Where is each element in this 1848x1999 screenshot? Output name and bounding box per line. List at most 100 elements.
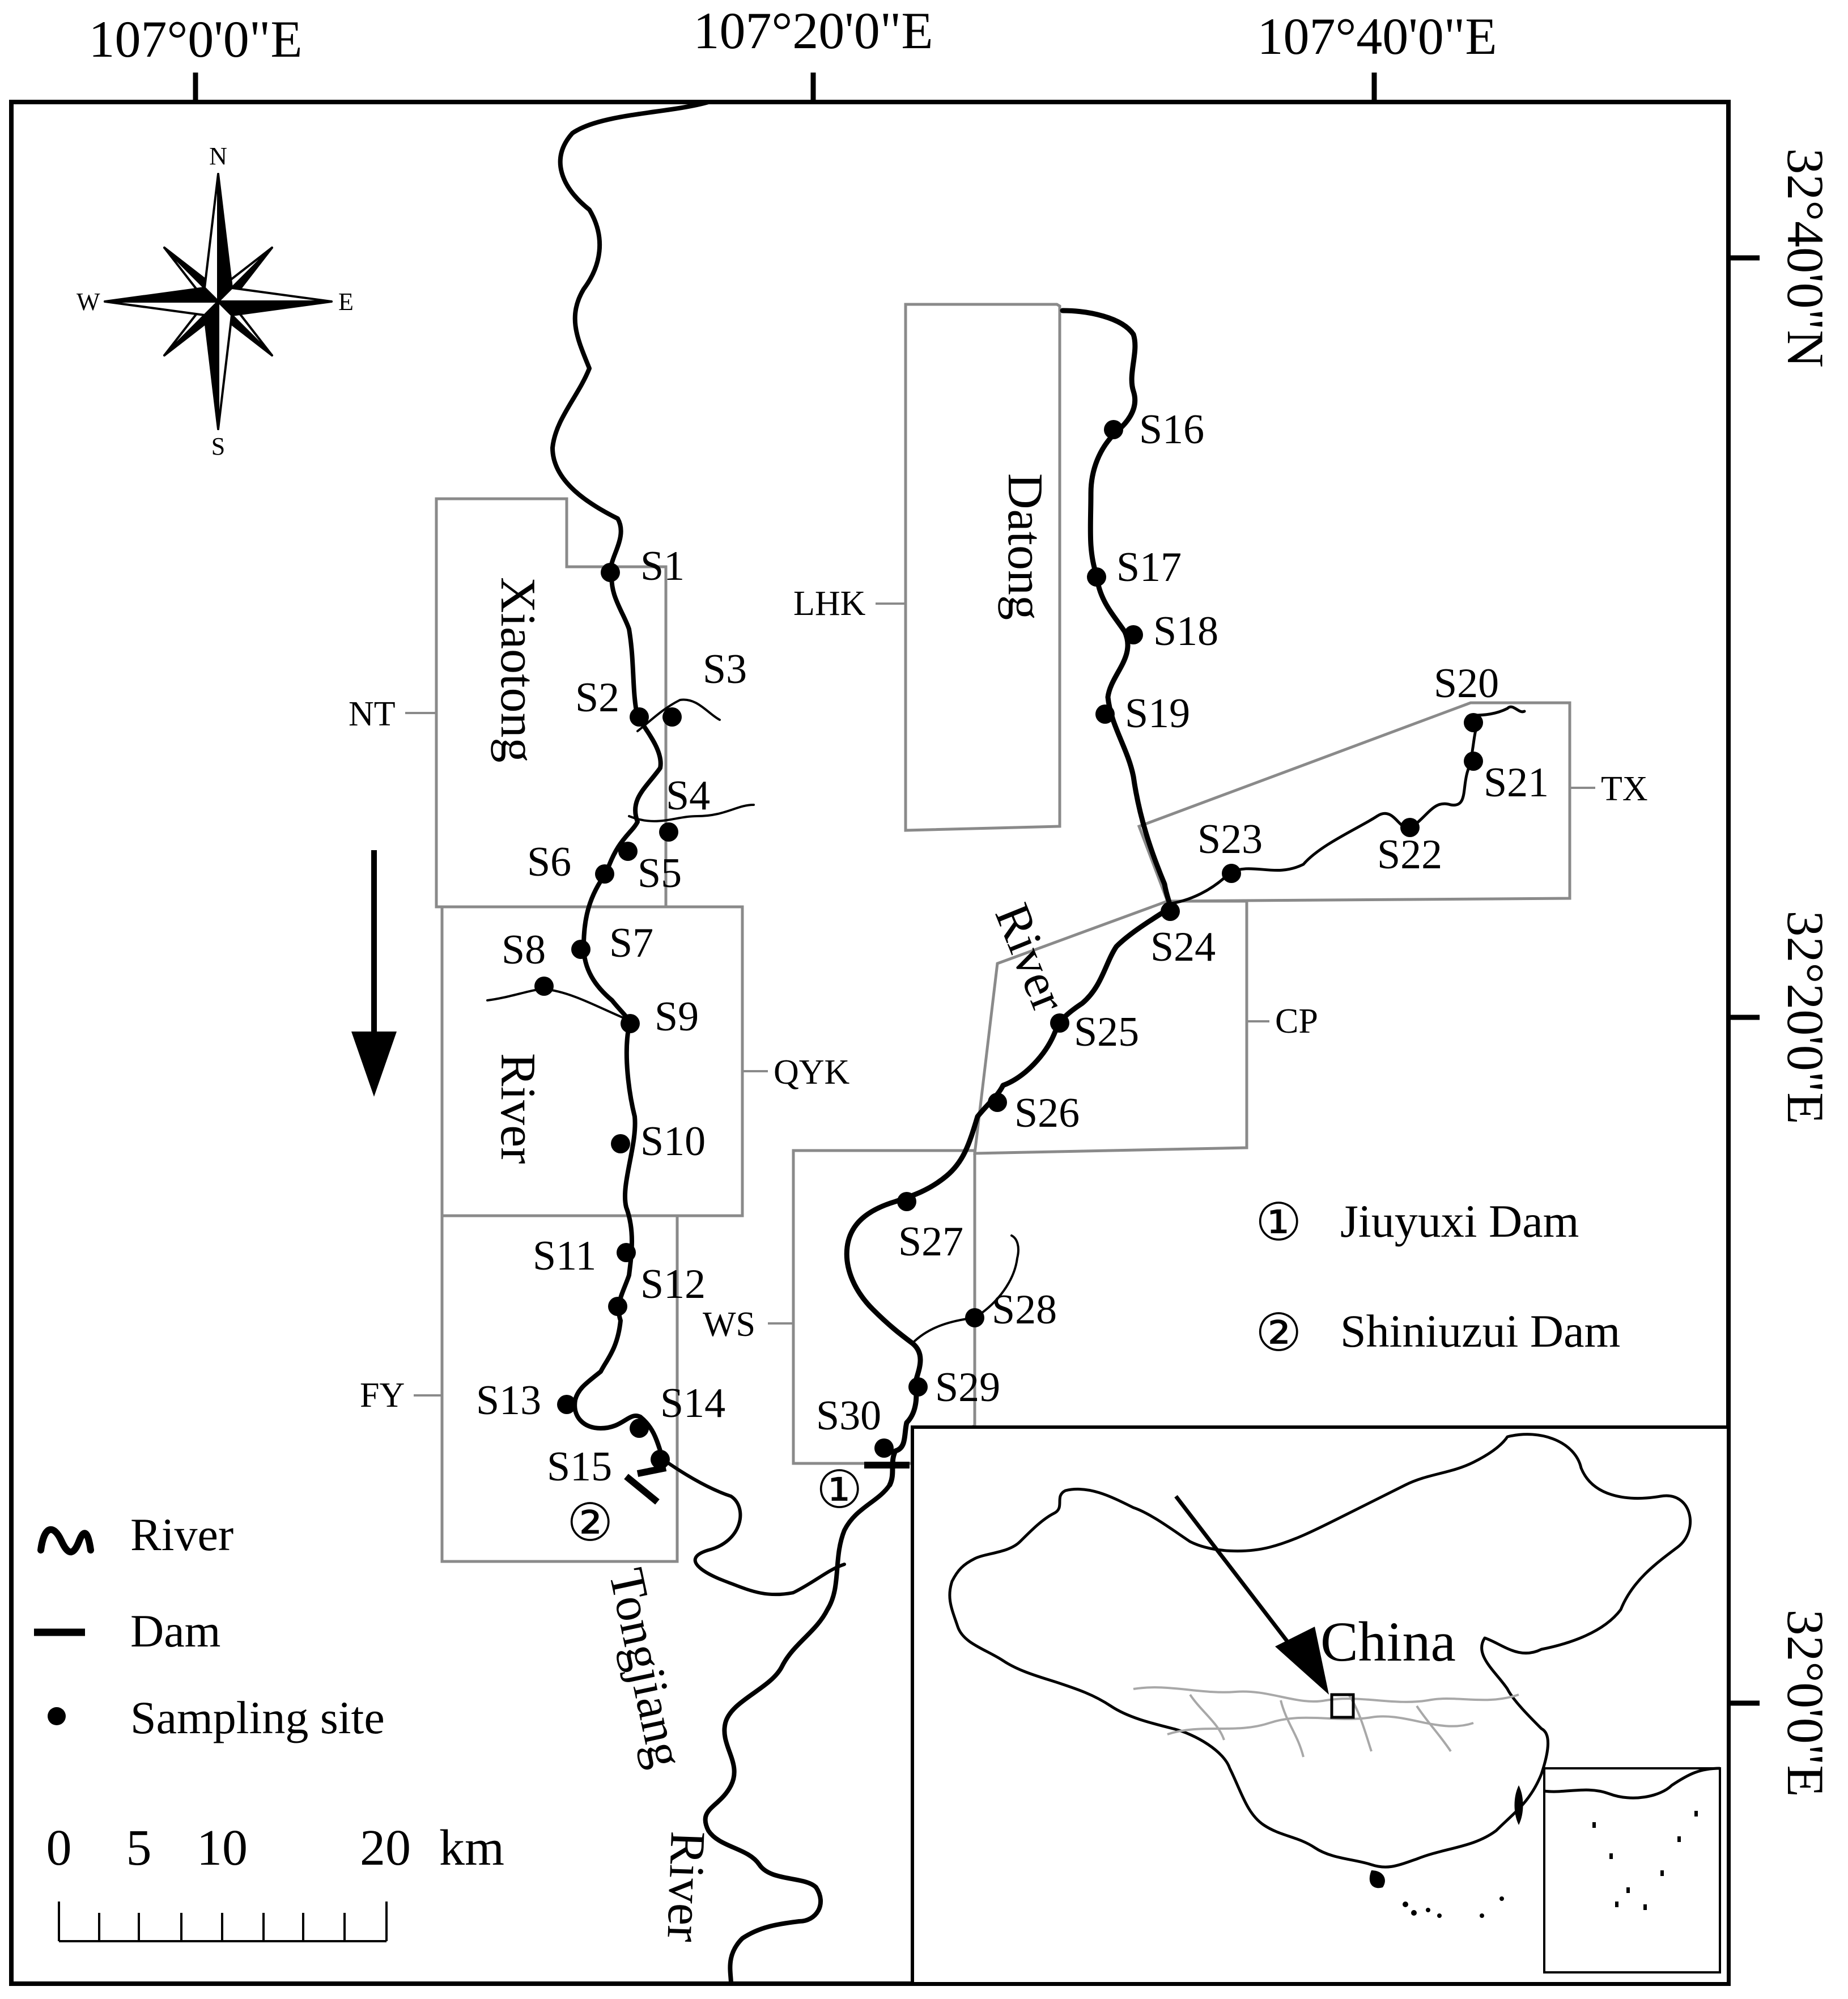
south-china-sea-dash-islands bbox=[1592, 1811, 1698, 1910]
sampling-site-label: S18 bbox=[1153, 608, 1218, 655]
sampling-site-dot bbox=[618, 842, 638, 861]
sampling-site-dot bbox=[1400, 818, 1420, 837]
tributary-tx bbox=[1166, 705, 1526, 906]
region-label-cp: CP bbox=[1275, 1002, 1318, 1041]
scale-unit: km bbox=[439, 1820, 504, 1876]
sampling-site-dot bbox=[621, 1014, 640, 1033]
scale-bar: 0 5 10 20 km bbox=[46, 1820, 504, 1942]
sampling-site-label: S20 bbox=[1434, 660, 1499, 707]
legend-river-icon bbox=[37, 1526, 94, 1555]
region-leader-lines bbox=[405, 602, 1595, 1397]
tributary-s4 bbox=[628, 804, 755, 822]
sampling-site-label: S13 bbox=[476, 1377, 541, 1424]
lat-label-32-0: 32°0'0"E bbox=[1777, 1609, 1834, 1797]
sampling-site-label: S28 bbox=[992, 1287, 1057, 1333]
sampling-site-dot bbox=[897, 1192, 916, 1211]
sampling-site-label: S15 bbox=[547, 1444, 612, 1490]
dam-shiniuzui-bar bbox=[624, 1474, 660, 1505]
sampling-site-dot bbox=[595, 864, 614, 884]
latitude-ticks bbox=[1728, 255, 1760, 1706]
river-label-tongjiang: Tongjiang bbox=[598, 1564, 694, 1772]
inset-arrow-shaft bbox=[1174, 1495, 1299, 1657]
sampling-site-dot bbox=[1464, 752, 1483, 771]
sampling-site-label: S5 bbox=[638, 850, 682, 897]
lat-label-32-40: 32°40'0"N bbox=[1777, 148, 1834, 367]
lat-label-32-20: 32°20'0"E bbox=[1777, 910, 1834, 1124]
sampling-site-dot bbox=[1050, 1013, 1069, 1033]
region-boxes bbox=[435, 303, 1571, 1563]
sampling-site-label: S3 bbox=[703, 646, 747, 693]
region-label-nt: NT bbox=[349, 695, 396, 733]
dam-number-markers: ① ② bbox=[567, 1461, 863, 1552]
region-label-tx: TX bbox=[1601, 770, 1648, 808]
sampling-site-dot bbox=[908, 1377, 928, 1397]
region-box-cp bbox=[973, 899, 1248, 1155]
sampling-site-dot bbox=[630, 1419, 649, 1438]
sampling-site-dot bbox=[611, 1134, 630, 1153]
dam-legend-name-1: Jiuyuxi Dam bbox=[1340, 1195, 1579, 1247]
dam-legend-num-1: ① bbox=[1255, 1194, 1302, 1251]
sampling-site-dot bbox=[1222, 864, 1241, 883]
river-label-tongjiang-river: River bbox=[656, 1830, 715, 1943]
region-box-tx bbox=[1137, 701, 1571, 903]
sampling-site-dot bbox=[534, 977, 554, 996]
rivers bbox=[486, 100, 1526, 1986]
sampling-site-dot bbox=[1124, 625, 1143, 644]
scale-label-10: 10 bbox=[197, 1820, 248, 1876]
river-label-xiaotong: Xiaotong bbox=[490, 577, 545, 763]
dam-legend-num-2: ② bbox=[1255, 1304, 1302, 1362]
tongjiang-river bbox=[703, 1483, 892, 1986]
sampling-site-dot bbox=[601, 563, 620, 582]
sampling-site-dot bbox=[988, 1093, 1007, 1112]
sampling-site-label: S29 bbox=[935, 1364, 1000, 1411]
sampling-site-dot bbox=[1464, 713, 1483, 732]
scale-label-5: 5 bbox=[126, 1820, 152, 1876]
sampling-site-label: S24 bbox=[1150, 924, 1216, 970]
sampling-site-label: S14 bbox=[660, 1380, 725, 1427]
inset-label-china: China bbox=[1320, 1610, 1456, 1673]
sampling-site-label: S6 bbox=[527, 839, 571, 885]
compass-rose-icon: N S E W bbox=[77, 142, 354, 460]
datong-river bbox=[844, 308, 1172, 1488]
tributary-s3 bbox=[636, 698, 721, 732]
sampling-site-label: S10 bbox=[640, 1118, 706, 1165]
sampling-site-dot bbox=[571, 940, 590, 959]
south-china-sea-coast bbox=[1544, 1767, 1720, 1799]
dam-legend-name-2: Shiniuzui Dam bbox=[1340, 1305, 1620, 1357]
region-label-qyk: QYK bbox=[774, 1053, 850, 1092]
compass-e: E bbox=[338, 288, 354, 316]
lon-label-107-0: 107°0'0"E bbox=[88, 10, 302, 68]
sampling-site-dot bbox=[1104, 420, 1123, 439]
legend-dam-label: Dam bbox=[130, 1605, 220, 1657]
hainan-island bbox=[1369, 1870, 1385, 1888]
scale-label-0: 0 bbox=[46, 1820, 72, 1876]
sampling-site-dot bbox=[662, 707, 682, 727]
china-inset: China bbox=[911, 1425, 1730, 1985]
legend-site-icon bbox=[48, 1707, 66, 1725]
flow-direction-arrow-icon bbox=[351, 850, 397, 1097]
sampling-site-dot bbox=[965, 1308, 984, 1327]
sampling-site-dot bbox=[651, 1450, 670, 1469]
lon-label-107-40: 107°40'0"E bbox=[1257, 7, 1497, 65]
dam-1-marker: ① bbox=[816, 1461, 863, 1519]
study-area-marker bbox=[1330, 1693, 1355, 1719]
sampling-site-dot bbox=[1087, 567, 1106, 587]
sampling-site-label: S26 bbox=[1014, 1090, 1080, 1136]
sampling-site-dot bbox=[659, 822, 678, 842]
compass-s: S bbox=[211, 432, 225, 460]
region-label-fy: FY bbox=[360, 1376, 405, 1415]
sampling-site-label: S22 bbox=[1377, 831, 1442, 878]
sampling-site-dot bbox=[617, 1243, 636, 1262]
region-box-fy bbox=[440, 1214, 679, 1563]
river-label-datong: Datong bbox=[997, 473, 1052, 620]
dam-2-marker: ② bbox=[567, 1494, 613, 1552]
sampling-site-label: S16 bbox=[1139, 406, 1204, 453]
xiaotong-lower bbox=[661, 1458, 846, 1597]
china-rivers bbox=[1133, 1686, 1519, 1758]
river-label-datong-river: River bbox=[984, 896, 1076, 1020]
sampling-site-label: S2 bbox=[575, 674, 619, 721]
sampling-site-label: S19 bbox=[1125, 690, 1190, 737]
sampling-site-dot bbox=[557, 1395, 576, 1414]
sampling-site-label: S17 bbox=[1116, 544, 1182, 591]
